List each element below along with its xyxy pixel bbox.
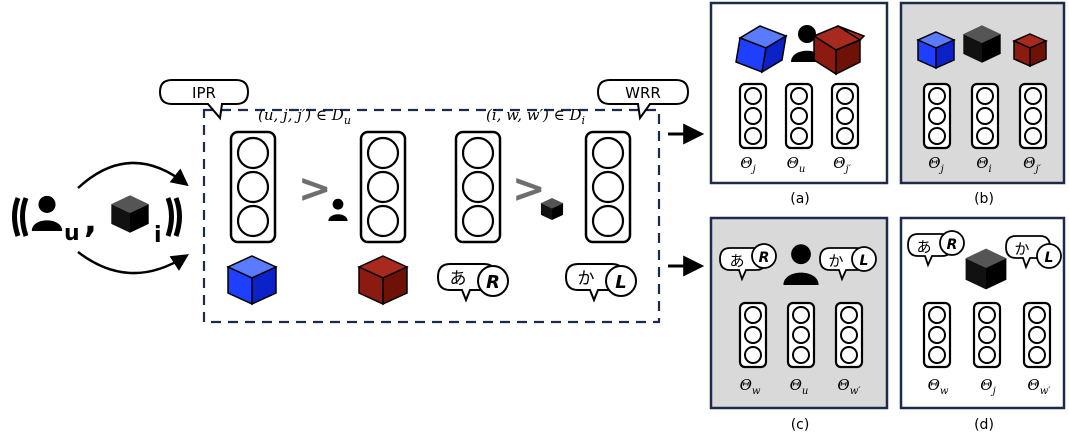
panel-c-column-1	[738, 301, 768, 369]
ipr-set-label: (u, j, j′) ∈ Du	[258, 106, 351, 127]
panel-d-theta-1: Θw	[928, 376, 949, 397]
left-paren	[12, 197, 21, 237]
word-char-right: か	[578, 269, 595, 289]
panel-b-theta-2: Θi	[976, 154, 992, 175]
training-box	[202, 108, 661, 324]
panel-a-column-1	[738, 82, 768, 150]
panel-a-theta-2: Θu	[787, 154, 806, 175]
right-paren	[165, 197, 174, 237]
item-subscript: i	[154, 223, 162, 248]
panel-b-column-3	[1018, 82, 1048, 150]
embedding-column-neg-word	[584, 130, 632, 244]
embedding-column-pos-word	[454, 130, 502, 244]
word-letter-right: L	[615, 272, 626, 293]
panel-b-theta-3: Θj′	[1023, 154, 1041, 175]
panel-b-theta-1: Θj	[928, 154, 943, 175]
panel-d-word-bubble-left: あ R	[907, 230, 965, 268]
arrow-to-wrr	[77, 251, 189, 275]
user-icon	[31, 195, 63, 231]
panel-d-word-bubble-right: か L	[1005, 235, 1062, 270]
greater-sign-wrr: >	[512, 166, 546, 212]
panel-d-column-1	[922, 301, 952, 369]
arrow-to-ipr	[77, 161, 189, 189]
panel-d-word-letter-left: R	[947, 237, 958, 253]
panel-b-column-1	[922, 82, 952, 150]
panel-a-blue-cube-icon	[735, 25, 788, 74]
panel-c-theta-2: Θu	[790, 376, 809, 397]
panel-c-caption: (c)	[791, 417, 810, 433]
panel-c-word-char-right: か	[828, 252, 843, 270]
panel-a-caption: (a)	[790, 191, 810, 207]
panel-d-column-2	[972, 301, 1002, 369]
embedding-column-pos-item	[229, 130, 277, 244]
panel-b-blue-cube-icon	[916, 31, 956, 70]
wrr-bubble: WRR	[596, 79, 690, 121]
panel-c-theta-3: Θw′	[837, 376, 861, 397]
blue-cube-icon	[226, 255, 278, 306]
panel-a-theta-3: Θj′	[833, 154, 851, 175]
panel-c-word-letter-left: R	[759, 250, 770, 266]
ipr-bubble: IPR	[158, 79, 250, 121]
panel-d-theta-2: Θj	[980, 376, 995, 397]
wrr-set-label: (i, w, w′) ∈ Di	[486, 106, 585, 127]
red-cube-icon	[357, 255, 409, 306]
word-char-left: あ	[450, 269, 467, 289]
tuple-comma: ,	[84, 201, 97, 241]
panel-d-word-letter-right: L	[1045, 250, 1054, 266]
panel-c-word-char-left: あ	[729, 252, 744, 270]
user-subscript: u	[64, 221, 80, 246]
panel-b-red-cube-icon	[1012, 33, 1048, 68]
panel-b-column-2	[970, 82, 1000, 150]
panel-a-column-3	[830, 82, 860, 150]
embedding-column-neg-item	[359, 130, 407, 244]
panel-c-word-bubble-left: あ R	[719, 243, 777, 282]
panel-a-theta-1: Θj	[740, 154, 755, 175]
panel-c-column-2	[786, 301, 816, 369]
word-bubble-right: か L	[564, 263, 637, 303]
panel-c-column-3	[834, 301, 864, 369]
wrr-label: WRR	[625, 84, 661, 102]
panel-c-word-letter-right: L	[860, 253, 869, 269]
greater-sign-ipr: >	[298, 166, 332, 212]
ipr-label: IPR	[192, 84, 216, 102]
panel-d-column-3	[1022, 301, 1052, 369]
panel-a-red-cube-icon	[812, 25, 866, 76]
panel-d-theta-3: Θw′	[1027, 376, 1051, 397]
panel-d-word-char-left: あ	[916, 238, 931, 256]
panel-d-word-char-right: か	[1014, 240, 1029, 258]
panel-c-word-bubble-right: か L	[819, 246, 877, 282]
panel-a-column-2	[784, 82, 814, 150]
item-cube-icon	[111, 195, 149, 233]
word-letter-left: R	[486, 272, 500, 293]
panel-c-theta-1: Θw	[740, 376, 761, 397]
left-paren-inner	[20, 197, 29, 237]
word-bubble-left: あ R	[436, 263, 509, 303]
right-paren-outer	[173, 197, 182, 237]
panel-b-caption: (b)	[974, 191, 994, 207]
input-tuple: u , i	[12, 195, 182, 248]
panel-d-caption: (d)	[974, 417, 994, 433]
